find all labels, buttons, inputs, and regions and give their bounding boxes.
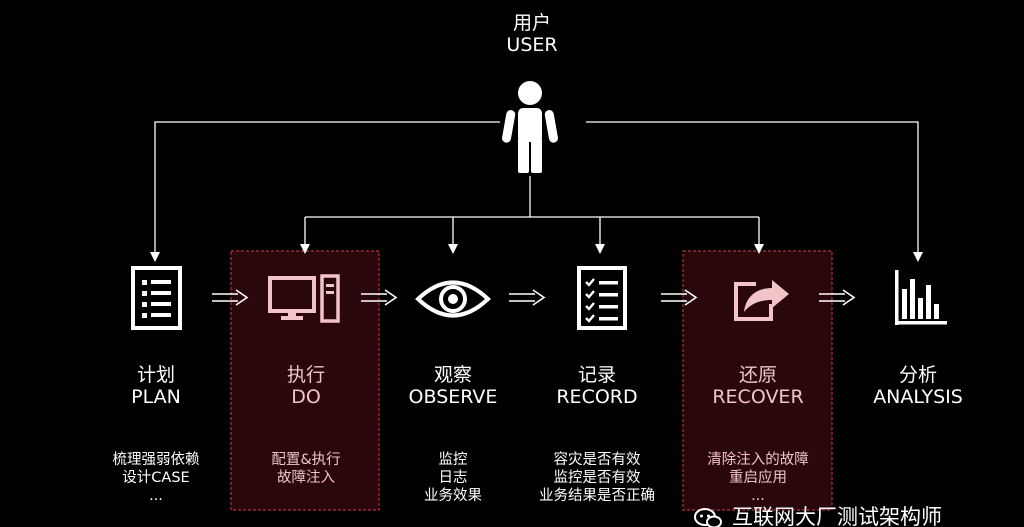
watermark-text: 互联网大厂测试架构师 <box>732 505 942 527</box>
desc-line: 梳理强弱依赖 <box>112 452 200 468</box>
desc-line: 重启应用 <box>729 470 787 487</box>
desc-line: 清除注入的故障 <box>707 452 809 468</box>
user-connectors <box>154 121 919 254</box>
stage-recover-cn: 还原 <box>738 364 777 386</box>
connector-arrowheads <box>150 244 923 262</box>
stage-desc-record: 容灾是否有效 监控是否有效 业务结果是否正确 <box>502 451 692 505</box>
stage-do-en: DO <box>291 386 321 409</box>
stage-analysis-cn: 分析 <box>898 364 937 386</box>
desktop-computer-icon <box>268 274 340 323</box>
desc-line: 监控 <box>438 452 468 468</box>
stage-observe-en: OBSERVE <box>408 386 498 409</box>
user-label: 用户 USER <box>462 12 602 57</box>
checklist-icon <box>577 266 627 330</box>
person-icon <box>502 81 558 173</box>
stage-title-plan: 计划 PLAN <box>81 364 231 409</box>
desc-line: ... <box>751 488 765 505</box>
user-label-en: USER <box>506 34 558 57</box>
desc-line: 容灾是否有效 <box>553 452 641 468</box>
stage-do-cn: 执行 <box>286 364 325 386</box>
stage-desc-recover: 清除注入的故障 重启应用 ... <box>663 451 853 505</box>
share-arrow-icon <box>734 280 789 321</box>
wechat-icon <box>694 508 722 527</box>
desc-line: 业务结果是否正确 <box>539 488 655 505</box>
stage-title-do: 执行 DO <box>231 364 381 409</box>
stage-plan-en: PLAN <box>131 386 181 409</box>
stage-plan-cn: 计划 <box>136 364 175 386</box>
desc-line: 设计CASE <box>122 470 190 487</box>
desc-line: 业务效果 <box>424 488 482 505</box>
stage-desc-plan: 梳理强弱依赖 设计CASE ... <box>61 451 251 505</box>
checklist-document-icon <box>131 266 182 330</box>
double-line-arrow-icon <box>212 289 856 306</box>
user-label-cn: 用户 <box>512 12 551 34</box>
eye-icon <box>415 280 491 318</box>
stage-desc-observe: 监控 日志 业务效果 <box>358 451 548 505</box>
desc-line: 配置&执行 <box>271 452 341 468</box>
stage-record-cn: 记录 <box>577 364 616 386</box>
stage-observe-cn: 观察 <box>433 364 472 386</box>
desc-line: 监控是否有效 <box>553 470 641 487</box>
stage-recover-en: RECOVER <box>712 386 804 409</box>
desc-line: ... <box>149 488 163 505</box>
stage-title-record: 记录 RECORD <box>522 364 672 409</box>
stage-desc-do: 配置&执行 故障注入 <box>211 451 401 487</box>
stage-title-recover: 还原 RECOVER <box>683 364 833 409</box>
bar-chart-icon <box>895 270 947 325</box>
stage-title-analysis: 分析 ANALYSIS <box>843 364 993 409</box>
stage-record-en: RECORD <box>556 386 638 409</box>
stage-analysis-en: ANALYSIS <box>873 386 963 409</box>
desc-line: 日志 <box>438 470 468 487</box>
highlight-box-do <box>230 250 380 511</box>
watermark: 互联网大厂测试架构师 <box>694 504 1024 527</box>
stage-title-observe: 观察 OBSERVE <box>378 364 528 409</box>
desc-line: 故障注入 <box>277 470 335 487</box>
